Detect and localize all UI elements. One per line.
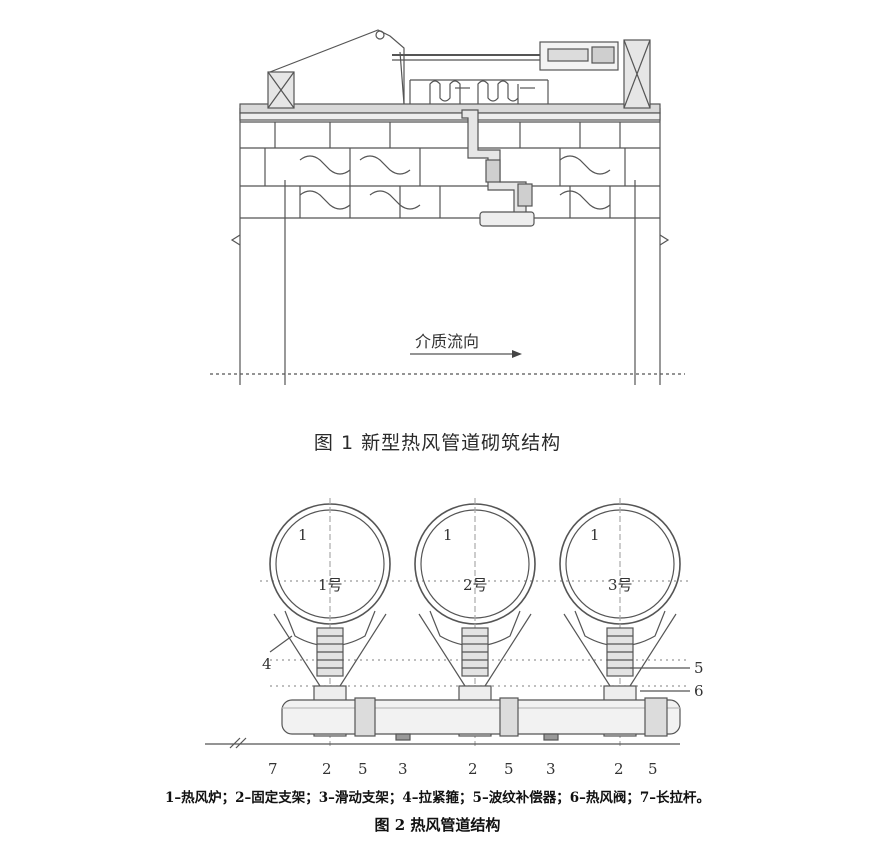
- main-pipe-bellows-3: [644, 697, 668, 737]
- bottom-label: 2: [614, 760, 624, 778]
- bracket-arm: [269, 29, 405, 104]
- stove-1-part-label: 1: [298, 526, 308, 544]
- figure-1-drawing: 介质流向: [210, 29, 685, 385]
- figure-2-caption: 图 2 热风管道结构: [374, 816, 501, 834]
- main-pipe-bellows-2: [499, 697, 519, 737]
- bottom-label: 5: [358, 760, 368, 778]
- bottom-label: 2: [322, 760, 332, 778]
- callout-6: 6: [694, 682, 704, 700]
- callout-4: 4: [262, 655, 272, 673]
- stove-3-part-label: 1: [590, 526, 600, 544]
- flow-direction-label: 介质流向: [415, 332, 479, 351]
- shell-plate: [239, 103, 661, 114]
- bottom-label: 7: [268, 760, 278, 778]
- bottom-label: 3: [546, 760, 556, 778]
- bottom-label: 5: [504, 760, 514, 778]
- callout-5: 5: [694, 659, 704, 677]
- bottom-label: 2: [468, 760, 478, 778]
- figure-2-drawing: 1 1 1 1号 2号 3号 4 5 6 7 2 5 3 2 5 3 2 5: [205, 498, 704, 778]
- anchor-block: [479, 211, 535, 227]
- main-hot-blast-pipe: [281, 699, 681, 735]
- bottom-label: 3: [398, 760, 408, 778]
- figure-1-caption: 图 1 新型热风管道砌筑结构: [313, 432, 562, 454]
- stove-3-number: 3号: [608, 576, 633, 594]
- bellows: [429, 80, 519, 104]
- stove-1-number: 1号: [318, 576, 343, 594]
- stove-2-part-label: 1: [443, 526, 453, 544]
- figure-2-legend: 1–热风炉；2–固定支架；3–滑动支架；4–拉紧箍；5–波纹补偿器；6–热风阀；…: [164, 790, 710, 806]
- main-pipe-bellows-1: [354, 697, 376, 737]
- bottom-label: 5: [648, 760, 658, 778]
- stove-2-number: 2号: [463, 576, 488, 594]
